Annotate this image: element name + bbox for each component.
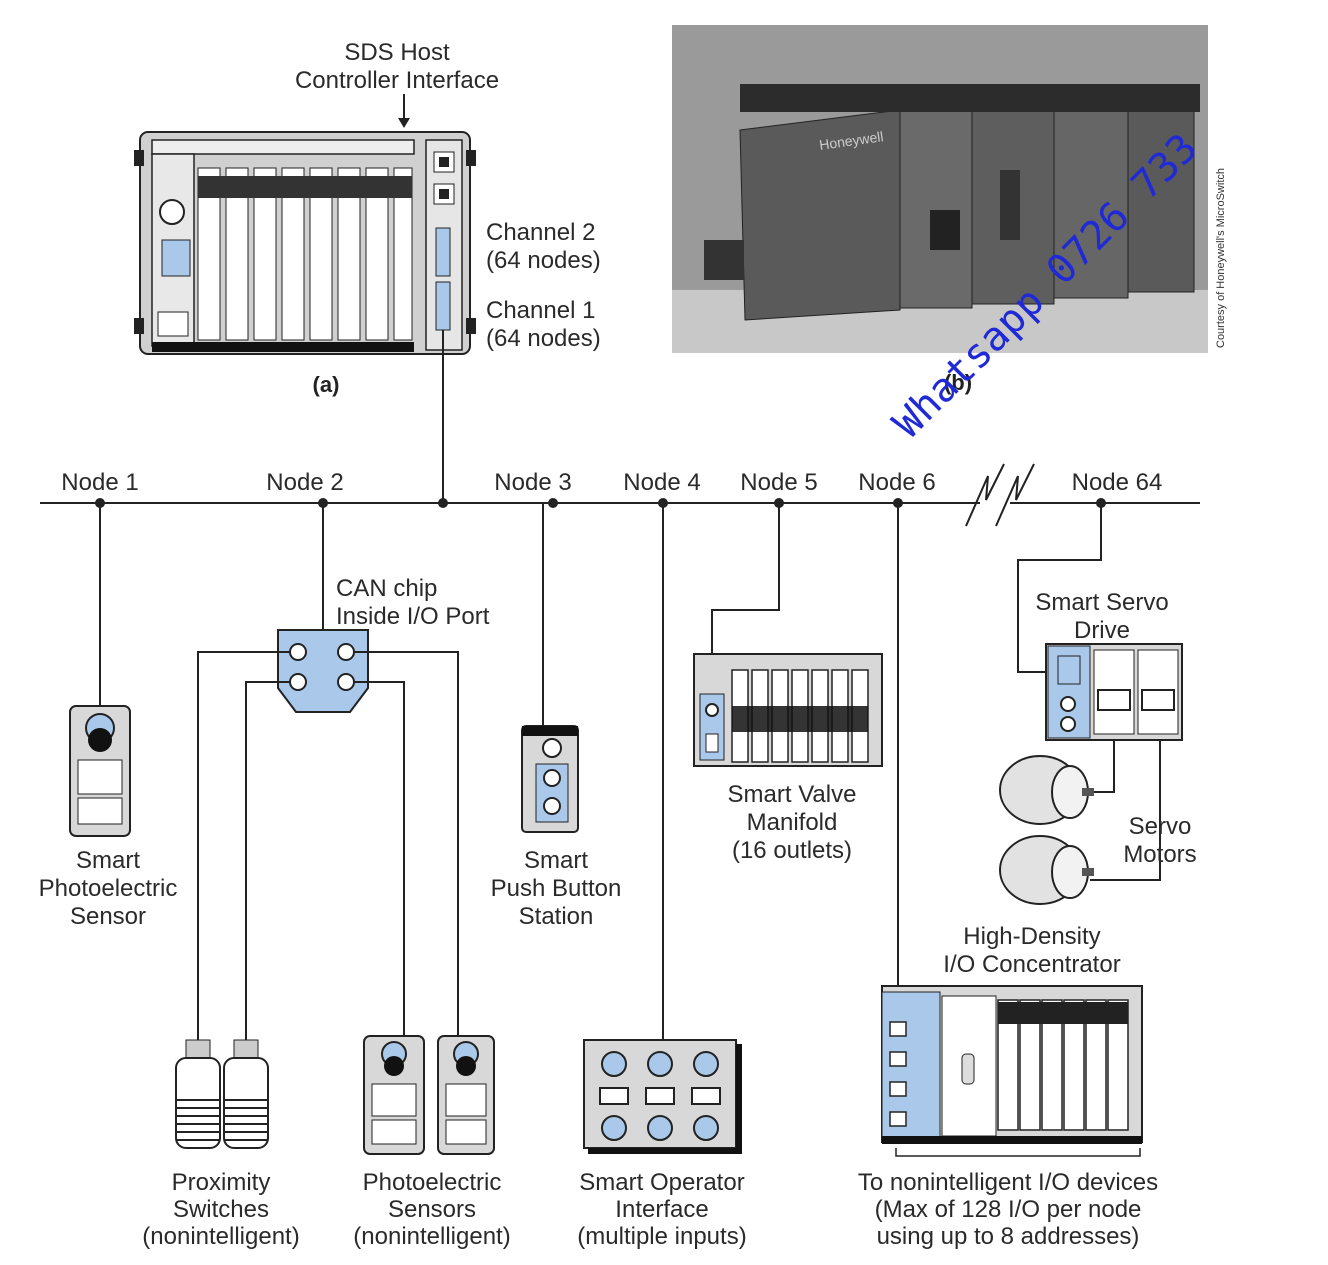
push-button-line1: Smart [524, 847, 588, 874]
servo-drive-line2: Drive [1074, 617, 1130, 644]
channel1-line2: (64 nodes) [486, 325, 601, 352]
channel-1-port [435, 281, 451, 331]
node-2-label: Node 2 [266, 469, 343, 496]
photo-sensors-line1: Photoelectric [363, 1169, 502, 1196]
nonintelligent-line2: (Max of 128 I/O per node [875, 1196, 1142, 1223]
channel2-line2: (64 nodes) [486, 247, 601, 274]
push-button-line3: Station [519, 903, 594, 930]
sds-host-controller: SDS Host Controller Interface [134, 39, 601, 397]
smart-operator-interface: Smart Operator Interface (multiple input… [577, 1039, 747, 1250]
nonintelligent-line3: using up to 8 addresses) [877, 1223, 1140, 1250]
channel1-line1: Channel 1 [486, 297, 595, 324]
operator-line1: Smart Operator [579, 1169, 744, 1196]
smart-servo-drive: Smart Servo Drive [1035, 589, 1183, 741]
controller-io-slots [197, 167, 413, 341]
valve-line3: (16 outlets) [732, 837, 852, 864]
proximity-line2: Switches [173, 1196, 269, 1223]
smart-photoelectric-sensor: Smart Photoelectric Sensor [39, 705, 178, 930]
can-chip-line1: CAN chip [336, 575, 437, 602]
caption-b: (b) [944, 370, 972, 395]
channel2-line1: Channel 2 [486, 219, 595, 246]
controller-title-line2: Controller Interface [295, 67, 499, 94]
operator-line3: (multiple inputs) [577, 1223, 746, 1250]
concentrator-line1: High-Density [963, 923, 1100, 950]
node-labels: Node 1 Node 2 Node 3 Node 4 Node 5 Node … [61, 469, 1162, 496]
photo-sensors-line2: Sensors [388, 1196, 476, 1223]
proximity-switches: Proximity Switches (nonintelligent) [142, 1039, 300, 1250]
photo-credit: Courtesy of Honeywell's MicroSwitch [1215, 168, 1227, 348]
photo-sensor-line2: Photoelectric [39, 875, 178, 902]
photo-sensor-line1: Smart [76, 847, 140, 874]
servo-drive-line1: Smart Servo [1035, 589, 1168, 616]
caption-a: (a) [313, 372, 340, 397]
servo-motors-line1: Servo [1129, 813, 1192, 840]
push-button-line2: Push Button [491, 875, 622, 902]
plc-photo: Honeywell Courtesy of Honeywell's MicroS… [672, 25, 1227, 395]
photoelectric-sensors: Photoelectric Sensors (nonintelligent) [353, 1035, 511, 1250]
photo-sensor-line3: Sensor [70, 903, 146, 930]
smart-push-button-station: Smart Push Button Station [491, 725, 622, 930]
smart-valve-manifold: Smart Valve Manifold (16 outlets) [693, 653, 883, 864]
arrow-down-icon [398, 118, 410, 128]
can-chip-io-port: CAN chip Inside I/O Port [197, 575, 490, 1040]
servo-motors: Servo Motors [999, 740, 1197, 905]
servo-motors-line2: Motors [1123, 841, 1196, 868]
proximity-line3: (nonintelligent) [142, 1223, 299, 1250]
can-chip-line2: Inside I/O Port [336, 603, 490, 630]
node-6-label: Node 6 [858, 469, 935, 496]
high-density-io-concentrator: High-Density I/O Concentrator To noninte… [858, 923, 1158, 1250]
concentrator-line2: I/O Concentrator [943, 951, 1120, 978]
controller-title-line1: SDS Host [344, 39, 450, 66]
network-bus [40, 330, 1200, 527]
proximity-line1: Proximity [172, 1169, 271, 1196]
valve-line2: Manifold [747, 809, 838, 836]
node-64-label: Node 64 [1072, 469, 1163, 496]
bus-break-icon [965, 463, 1005, 527]
channel-2-port [435, 227, 451, 277]
node-4-label: Node 4 [623, 469, 700, 496]
nonintelligent-line1: To nonintelligent I/O devices [858, 1169, 1158, 1196]
node-1-label: Node 1 [61, 469, 138, 496]
operator-line2: Interface [615, 1196, 708, 1223]
valve-line1: Smart Valve [728, 781, 857, 808]
node-3-label: Node 3 [494, 469, 571, 496]
node-5-label: Node 5 [740, 469, 817, 496]
photo-sensors-line3: (nonintelligent) [353, 1223, 510, 1250]
